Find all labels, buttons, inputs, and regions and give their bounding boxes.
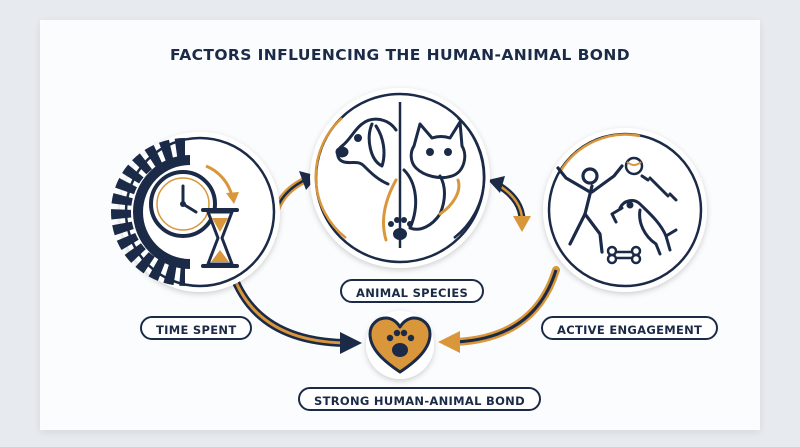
paw-icon (388, 217, 413, 240)
label-strong-bond: STRONG HUMAN-ANIMAL BOND (298, 387, 541, 411)
node-animal-species (310, 88, 490, 268)
paw-icon (386, 329, 415, 357)
dog-jumping-icon (610, 199, 678, 256)
ball-icon (624, 156, 644, 176)
node-strong-bond (366, 311, 434, 379)
arrow-head-species-engagement (513, 216, 531, 232)
arrow-head-engagement-bond (438, 331, 460, 353)
arrow-head-time-bond (340, 332, 362, 354)
label-time-spent: TIME SPENT (140, 316, 253, 340)
label-animal-species: ANIMAL SPECIES (340, 279, 485, 303)
diagram-title: FACTORS INFLUENCING THE HUMAN-ANIMAL BON… (169, 46, 631, 64)
arrow-head-engagement-species (488, 176, 505, 193)
dog-icon (335, 117, 398, 242)
hourglass-icon (201, 208, 239, 268)
cat-icon (402, 120, 467, 231)
node-active-engagement (543, 128, 707, 292)
clock-icon (149, 164, 239, 238)
gear-icon (111, 138, 191, 286)
rope-toy-icon (640, 174, 678, 202)
bone-icon (606, 245, 642, 265)
label-active-engagement: ACTIVE ENGAGEMENT (541, 316, 719, 340)
node-time-spent (111, 132, 280, 292)
person-icon (556, 164, 624, 254)
